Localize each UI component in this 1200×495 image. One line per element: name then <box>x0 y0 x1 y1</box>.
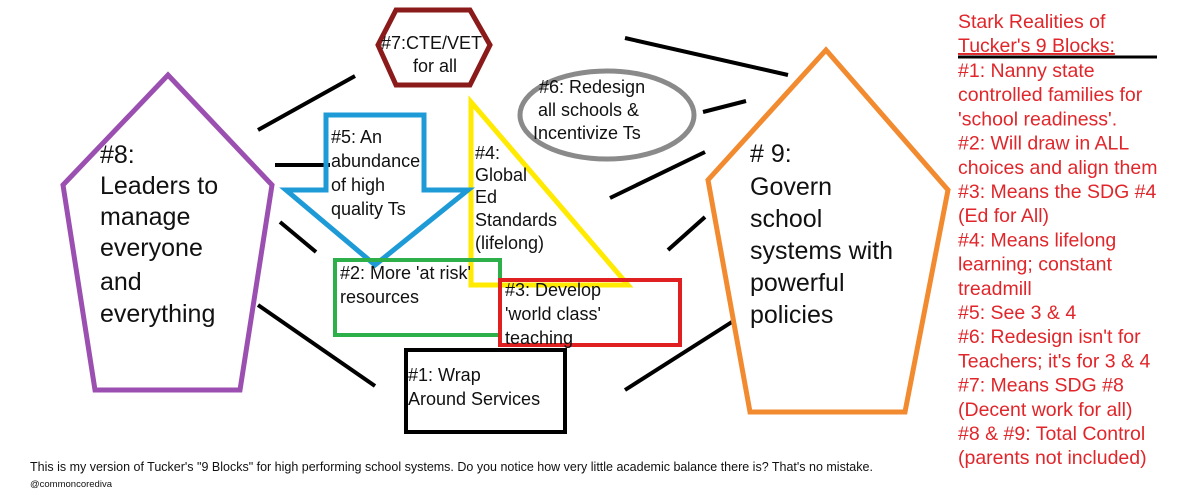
block-8-label: and <box>100 268 142 296</box>
block-5-label: abundance <box>331 151 420 171</box>
block-1-label: #1: Wrap <box>408 365 481 385</box>
block-6-ellipse <box>517 68 697 162</box>
reality-line: (Decent work for all) <box>958 399 1132 421</box>
connector-line <box>702 99 747 114</box>
block-9-label: systems with <box>750 237 893 265</box>
block-9-pentagon <box>705 46 951 415</box>
connector-line <box>624 36 789 77</box>
connector-line <box>256 303 377 388</box>
block-4-label: Global <box>475 165 527 185</box>
reality-line: #5: See 3 & 4 <box>958 302 1076 324</box>
reality-line: #7: Means SDG #8 <box>958 375 1124 397</box>
block-1-label: Around Services <box>408 389 540 409</box>
reality-line: #8 & #9: Total Control <box>958 423 1145 445</box>
reality-line: (Ed for All) <box>958 205 1049 227</box>
block-4-label: #4: <box>475 143 500 163</box>
caption: This is my version of Tucker's "9 Blocks… <box>30 460 873 474</box>
connector-line <box>278 220 318 254</box>
block-8-pentagon <box>60 71 275 393</box>
block-5-label: quality Ts <box>331 199 406 219</box>
block-8-label: Leaders to <box>100 172 218 200</box>
block-9-label: powerful <box>750 269 845 297</box>
reality-line: learning; constant <box>958 254 1113 276</box>
block-6-label: Incentivize Ts <box>533 123 641 143</box>
reality-line: #1: Nanny state <box>958 60 1095 82</box>
block-4-label: (lifelong) <box>475 233 544 253</box>
reality-line: #4: Means lifelong <box>958 229 1116 251</box>
realities-title: Stark Realities of <box>958 11 1106 33</box>
connector-line <box>666 215 707 252</box>
reality-line: Teachers; it's for 3 & 4 <box>958 350 1150 372</box>
block-7-label: #7:CTE/VET <box>381 33 482 53</box>
reality-line: #3: Means the SDG #4 <box>958 181 1157 203</box>
block-3-label: 'world class' <box>505 304 601 324</box>
reality-line: treadmill <box>958 278 1032 300</box>
block-2-label: #2: More 'at risk' <box>340 263 471 283</box>
realities-title: Tucker's 9 Blocks: <box>958 35 1115 57</box>
connector-line <box>257 74 356 132</box>
block-9-label: Govern <box>750 173 832 201</box>
block-8-label: everything <box>100 300 215 328</box>
block-9-label: policies <box>750 301 833 329</box>
block-1-rect <box>404 348 567 434</box>
connector-line <box>609 150 706 200</box>
reality-line: #6: Redesign isn't for <box>958 326 1141 348</box>
stark-realities-panel: Stark Realities of Tucker's 9 Blocks: #1… <box>958 11 1157 469</box>
block-8-label: everyone <box>100 234 203 262</box>
author-handle: @commoncorediva <box>30 479 113 490</box>
reality-line: #2: Will draw in ALL <box>958 133 1129 155</box>
block-8-label: manage <box>100 203 190 231</box>
reality-line: controlled families for <box>958 84 1143 106</box>
connector-line <box>623 318 737 392</box>
reality-line: choices and align them <box>958 157 1157 179</box>
block-3-label: teaching <box>505 328 573 348</box>
block-7-label: for all <box>413 56 457 76</box>
block-4-label: Ed <box>475 187 497 207</box>
block-5-label: #5: An <box>331 127 382 147</box>
reality-line: 'school readiness'. <box>958 108 1117 130</box>
block-7-hexagon <box>375 7 493 88</box>
block-9-label: school <box>750 205 822 233</box>
block-5-label: of high <box>331 175 385 195</box>
reality-line: (parents not included) <box>958 447 1147 469</box>
block-2-label: resources <box>340 287 419 307</box>
block-5-arrow <box>279 112 476 269</box>
block-3-rect <box>498 278 682 347</box>
block-6-label: #6: Redesign <box>539 77 645 97</box>
block-3-label: #3: Develop <box>505 280 601 300</box>
block-4-triangle <box>468 95 634 288</box>
block-6-label: all schools & <box>538 100 639 120</box>
block-9-label: # 9: <box>750 140 792 168</box>
block-8-label: #8: <box>100 141 135 169</box>
block-4-label: Standards <box>475 210 557 230</box>
connector-lines <box>256 36 789 392</box>
